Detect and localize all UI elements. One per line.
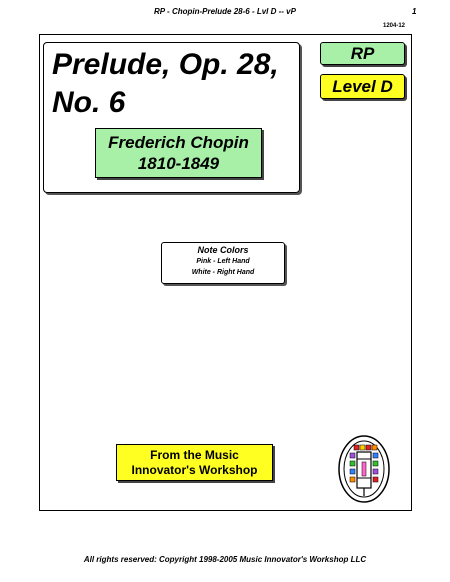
header-title: RP - Chopin-Prelude 28-6 - Lvl D -- vP [154, 7, 296, 16]
page-number: 1 [412, 7, 417, 16]
composer-box: Frederich Chopin 1810-1849 [95, 128, 262, 178]
piece-title-line2: No. 6 [52, 86, 126, 119]
composer-dates: 1810-1849 [137, 154, 220, 173]
rp-badge: RP [320, 42, 405, 65]
note-colors-title: Note Colors [197, 245, 249, 255]
workshop-line1: From the Music [150, 448, 239, 462]
workshop-box: From the Music Innovator's Workshop [116, 444, 273, 481]
copyright-footer: All rights reserved: Copyright 1998-2005… [83, 555, 367, 564]
workshop-line2: Innovator's Workshop [131, 463, 258, 477]
note-colors-box: Note Colors Pink - Left Hand White - Rig… [161, 242, 285, 284]
composer-name: Frederich Chopin [108, 133, 249, 152]
music-innovators-logo-icon [338, 435, 390, 503]
title-box [43, 42, 300, 193]
level-badge: Level D [320, 74, 405, 99]
piece-title-line1: Prelude, Op. 28, [52, 48, 279, 81]
note-colors-left-hand: Pink - Left Hand [196, 258, 250, 265]
page-frame [39, 34, 412, 511]
piece-title: Prelude, Op. 28, No. 6 [52, 46, 297, 122]
doc-code: 1204-12 [383, 23, 406, 29]
note-colors-right-hand: White - Right Hand [191, 269, 255, 276]
